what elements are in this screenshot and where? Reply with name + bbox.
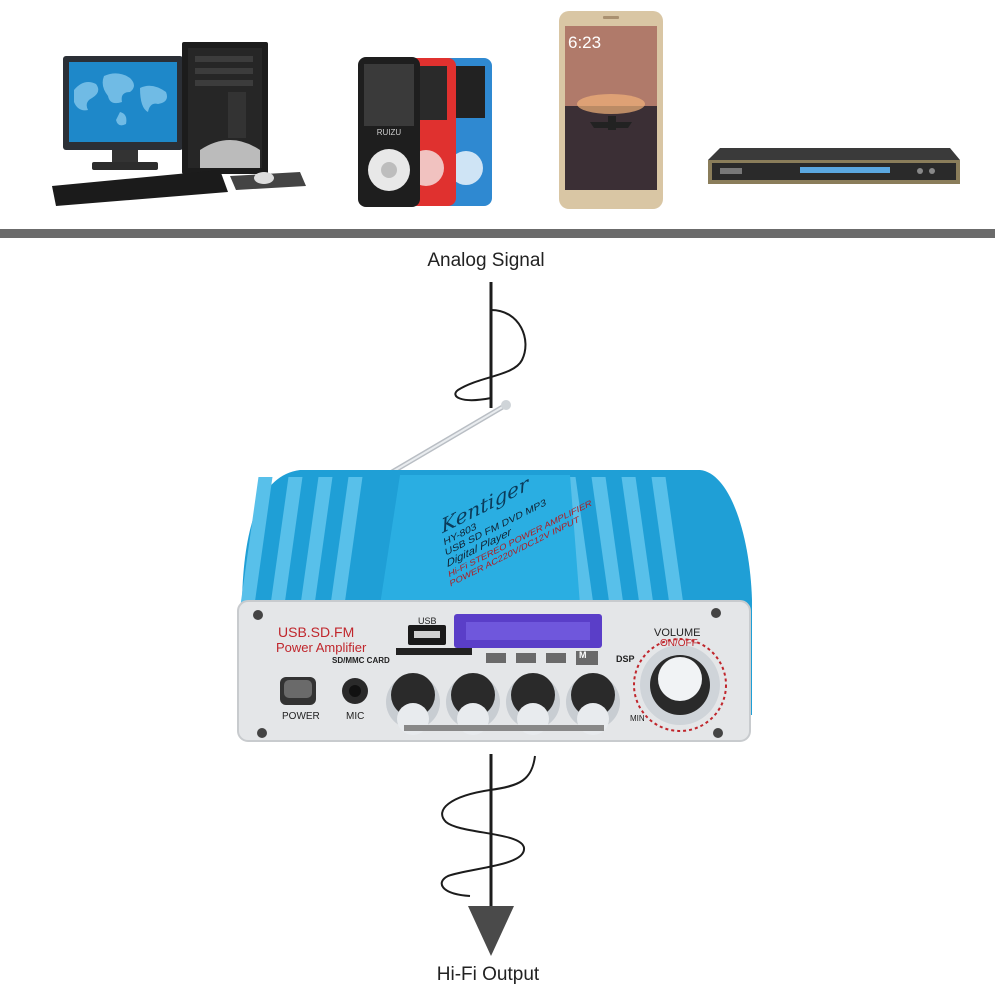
- output-signal-arrow: [440, 754, 536, 956]
- play-pause-icon: [516, 653, 536, 663]
- front-title-1: USB.SD.FM: [278, 624, 355, 640]
- mic-label: MIC: [346, 711, 365, 722]
- sd-card-slot[interactable]: [396, 648, 472, 655]
- playback-buttons: [486, 651, 598, 665]
- dsp-label: DSP: [616, 654, 635, 664]
- previous-icon: [486, 653, 506, 663]
- mode-button-label: M: [579, 650, 587, 660]
- section-divider: [0, 229, 995, 238]
- output-signal-label: Hi-Fi Output: [436, 964, 540, 985]
- front-panel: [237, 600, 751, 742]
- smartphone-icon: [559, 11, 663, 209]
- onoff-label: ON/OFF: [660, 638, 698, 649]
- analog-signal-wave: [454, 282, 527, 408]
- sd-card-label: SD/MMC CARD: [332, 656, 390, 665]
- usb-label: USB: [418, 616, 437, 626]
- next-icon: [546, 653, 566, 663]
- min-label: MIN: [630, 714, 645, 723]
- phone-clock: 6:23: [568, 33, 601, 52]
- svg-text:RUIZU: RUIZU: [377, 128, 402, 137]
- input-signal-label: Analog Signal: [427, 250, 545, 271]
- mp3-player-icon: RUIZU: [358, 57, 492, 207]
- volume-label: VOLUME: [654, 627, 701, 639]
- power-label: POWER: [282, 711, 320, 722]
- computer-icon: [52, 42, 306, 206]
- amplifier: [237, 400, 752, 742]
- front-title-2: Power Amplifier: [276, 640, 367, 655]
- source-devices-row: RUIZU 6:23: [52, 11, 960, 209]
- mode-button-icon: [576, 651, 598, 665]
- dvd-player-icon: [708, 148, 960, 184]
